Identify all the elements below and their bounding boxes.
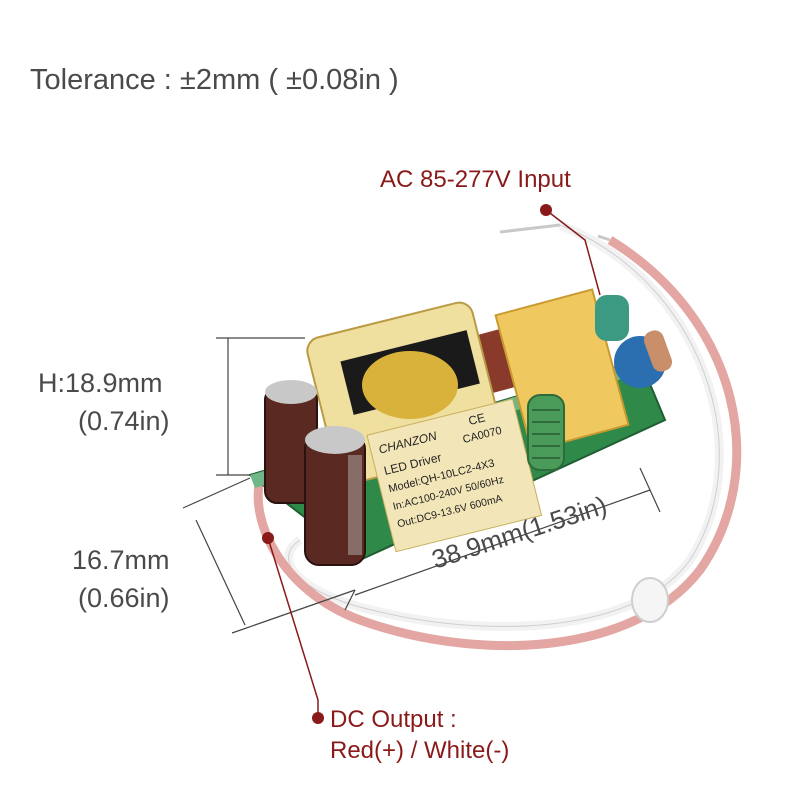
height-mm: H:18.9mm [38, 368, 163, 398]
inductor-top [595, 295, 629, 341]
wire-clip [631, 577, 669, 623]
height-in: (0.74in) [78, 406, 170, 436]
input-callout [540, 204, 601, 296]
label-cert: CE [467, 410, 487, 428]
output-wires-label: Red(+) / White(-) [330, 737, 510, 764]
tolerance-text: Tolerance : ±2mm ( ±0.08in ) [30, 64, 399, 96]
output-callout [262, 532, 324, 724]
inductor [527, 394, 565, 471]
transformer-label: CHANZON CE CA0070 LED Driver Model:QH-10… [366, 398, 543, 553]
width-mm: 16.7mm [72, 545, 170, 575]
output-label: DC Output : [330, 706, 457, 733]
input-label: AC 85-277V Input [380, 166, 571, 193]
red-wire [253, 236, 742, 651]
dimension-lines [182, 337, 661, 634]
resistor [643, 330, 673, 372]
width-in: (0.66in) [78, 583, 170, 613]
